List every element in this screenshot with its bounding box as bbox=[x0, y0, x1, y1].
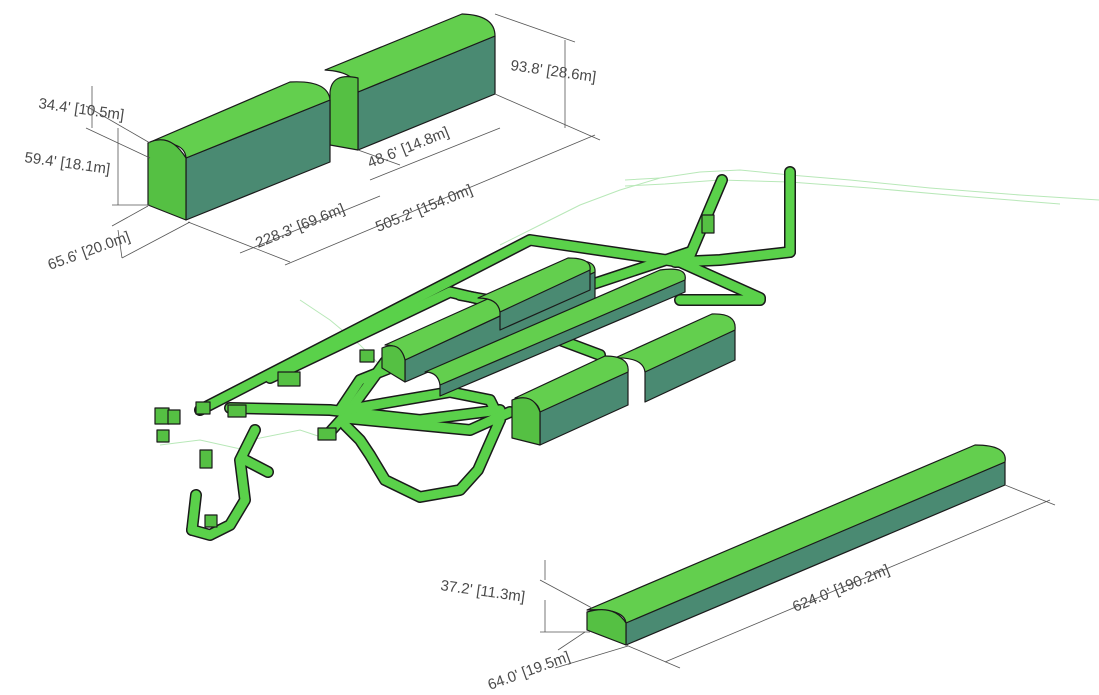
small-chambers bbox=[154, 214, 715, 528]
dim-cavern-a-total-length: 505.2' [154.0m] bbox=[373, 181, 475, 235]
tunnel-fill bbox=[187, 167, 795, 540]
dim-cavern-b-width: 64.0' [19.5m] bbox=[486, 648, 573, 693]
dim-cavern-a-width: 65.6' [20.0m] bbox=[46, 228, 133, 273]
dim-cavern-a-height-lower: 59.4' [18.1m] bbox=[23, 149, 111, 178]
network-cavern-3 bbox=[511, 313, 736, 446]
cavern-a-dimensions bbox=[85, 13, 601, 266]
cavern-a-section-1 bbox=[147, 81, 331, 221]
cavern-a-section-2 bbox=[324, 13, 496, 151]
dim-cavern-a-height-upper: 34.4' [10.5m] bbox=[37, 95, 125, 124]
tunnel-network bbox=[154, 166, 796, 541]
dim-cavern-a-total-height: 93.8' [28.6m] bbox=[509, 57, 597, 86]
dim-cavern-b-height: 37.2' [11.3m] bbox=[439, 577, 526, 606]
dim-cavern-a-section-length: 228.3' [69.6m] bbox=[253, 201, 347, 252]
network-cavern-4 bbox=[477, 257, 591, 331]
network-cavern-2 bbox=[424, 268, 686, 397]
cavern-a bbox=[147, 13, 496, 221]
cavern-b-dimensions bbox=[539, 484, 1056, 669]
